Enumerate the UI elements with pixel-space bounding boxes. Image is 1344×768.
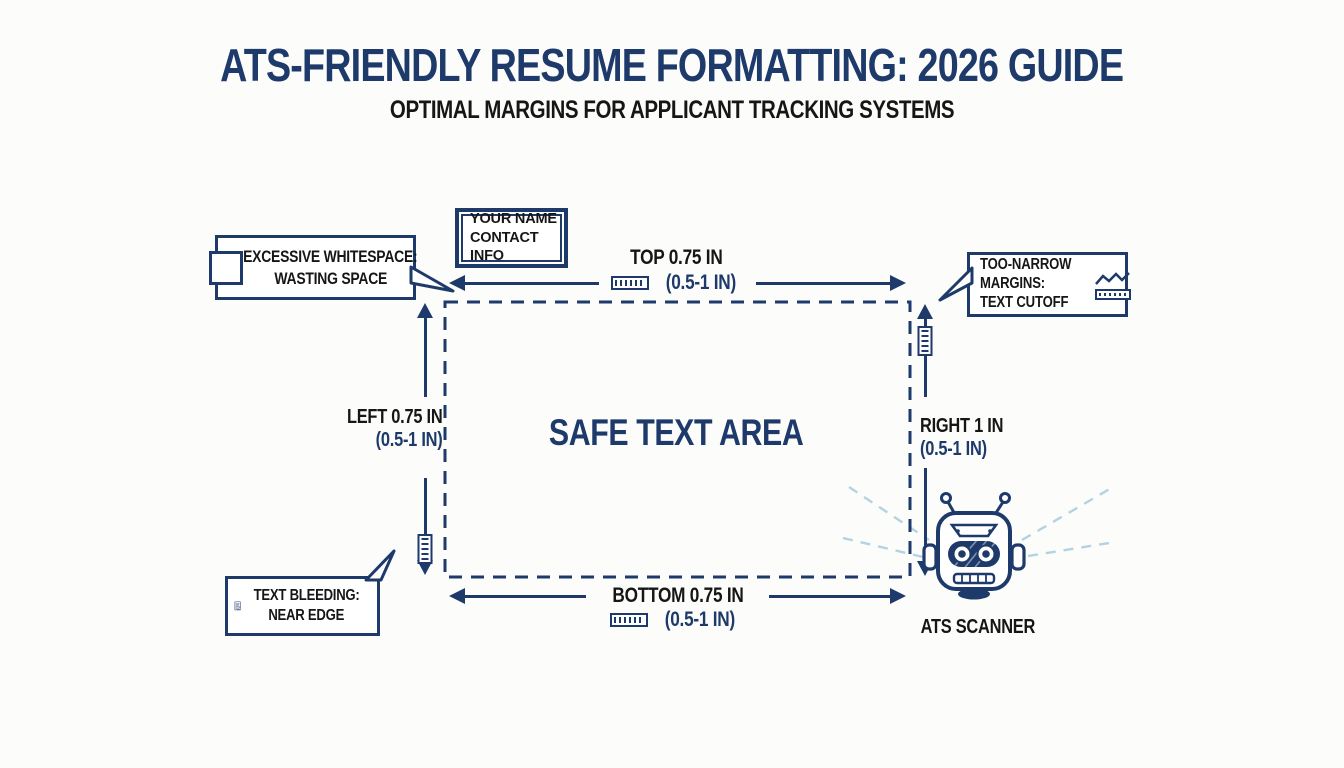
callout-excessive-whitespace: EXCESSIVE WHITESPACE: WASTING SPACE: [209, 235, 455, 300]
too-narrow-line1: TOO-NARROW: [980, 256, 1072, 274]
too-narrow-line3: TEXT CUTOFF: [980, 293, 1069, 311]
left-margin-arrow-down: [415, 478, 435, 575]
top-margin-arrow: (0.5-1 IN): [449, 270, 906, 294]
ats-scanner-label: ATS SCANNER: [920, 616, 1036, 638]
right-margin-labels: RIGHT 1 IN (0.5-1 IN): [920, 415, 1060, 461]
contact-info-text: CONTACT INFO: [470, 229, 539, 265]
page-title: ATS-FRIENDLY RESUME FORMATTING: 2026 GUI…: [220, 39, 1124, 91]
left-margin-label: LEFT 0.75 IN: [346, 406, 443, 428]
your-name-text: YOUR NAME: [470, 210, 557, 227]
arrow-up-icon: [917, 304, 933, 319]
safe-area-outline: [443, 300, 912, 579]
text-bleeding-line2: NEAR EDGE: [268, 607, 345, 624]
too-narrow-line2: MARGINS:: [980, 275, 1046, 293]
page-subtitle: OPTIMAL MARGINS FOR APPLICANT TRACKING S…: [389, 96, 955, 124]
scan-beams-icon: [842, 485, 1114, 559]
page-subtitle-row: OPTIMAL MARGINS FOR APPLICANT TRACKING S…: [0, 98, 1344, 123]
right-margin-arrow-up: [915, 304, 935, 397]
callout-pointer-icon: [938, 266, 974, 302]
zigzag-icon: [1095, 272, 1131, 285]
left-margin-labels: LEFT 0.75 IN (0.5-1 IN): [310, 406, 443, 452]
arrow-left-icon: [449, 275, 465, 291]
safe-area-label: SAFE TEXT AREA: [549, 412, 804, 453]
callout-name-contact: YOUR NAME CONTACT INFO: [455, 208, 568, 268]
bottom-margin-range-row: (0.5-1 IN): [445, 608, 908, 632]
ruler-vertical-icon: [917, 326, 933, 356]
page-title-row: ATS-FRIENDLY RESUME FORMATTING: 2026 GUI…: [0, 42, 1344, 88]
ruler-vertical-icon: [417, 534, 433, 564]
left-margin-arrow-up: [415, 303, 435, 397]
callout-pointer-icon: [409, 265, 455, 293]
robot-head-icon: [922, 492, 1026, 600]
empty-box-icon: [209, 251, 243, 285]
right-margin-range: (0.5-1 IN): [920, 438, 987, 460]
top-margin-range: (0.5-1 IN): [665, 270, 737, 294]
arrow-right-icon: [890, 588, 907, 604]
ats-scanner-label-row: ATS SCANNER: [893, 616, 1063, 639]
arrow-right-icon: [890, 275, 906, 291]
text-bleeding-line1: TEXT BLEEDING:: [253, 587, 360, 604]
document-bleeding-icon: [234, 601, 242, 611]
bottom-margin-range: (0.5-1 IN): [664, 608, 736, 631]
left-margin-range: (0.5-1 IN): [375, 429, 442, 451]
ruler-icon: [1095, 289, 1132, 300]
right-margin-label: RIGHT 1 IN: [920, 415, 1004, 437]
bottom-margin-label: BOTTOM 0.75 IN: [611, 583, 744, 607]
callout-pointer-icon: [364, 549, 396, 582]
arrow-left-icon: [449, 588, 465, 604]
bottom-margin-arrow: BOTTOM 0.75 IN: [449, 583, 907, 607]
excessive-whitespace-line2: WASTING SPACE: [274, 268, 387, 288]
top-margin-label-row: TOP 0.75 IN: [445, 246, 908, 270]
safe-area-label-row: SAFE TEXT AREA: [445, 412, 908, 454]
ruler-icon: [610, 613, 649, 628]
ruler-icon: [611, 276, 650, 290]
top-margin-label: TOP 0.75 IN: [630, 246, 723, 269]
callout-text-bleeding: TEXT BLEEDING: NEAR EDGE: [225, 549, 396, 636]
excessive-whitespace-line1: EXCESSIVE WHITESPACE:: [243, 247, 418, 267]
callout-too-narrow-margins: TOO-NARROW MARGINS: TEXT CUTOFF: [938, 252, 1132, 317]
arrow-up-icon: [417, 303, 433, 318]
